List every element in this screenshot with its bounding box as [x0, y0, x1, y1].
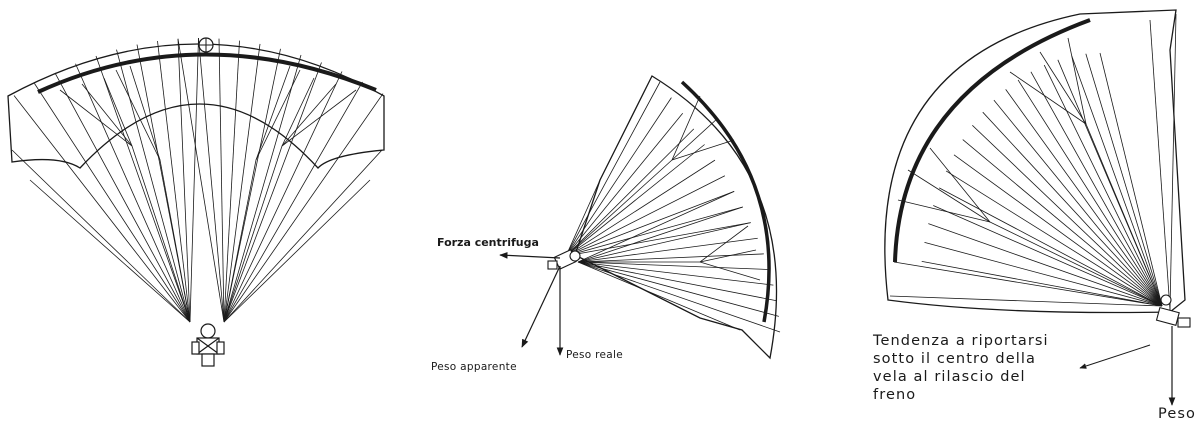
- suspension-line: [566, 82, 660, 256]
- suspension-line: [282, 78, 314, 146]
- label-weight: Peso: [1158, 406, 1196, 422]
- suspension-line: [578, 207, 743, 262]
- pilot-figure: [548, 250, 580, 269]
- label-real-weight: Peso reale: [566, 349, 623, 361]
- suspension-line: [566, 191, 734, 256]
- suspension-line: [566, 176, 725, 256]
- suspension-line: [578, 262, 777, 301]
- suspension-lines: [566, 82, 780, 332]
- suspension-line: [190, 38, 199, 322]
- centrifugal-force-arrow: [500, 255, 560, 258]
- caption-brake-release: Tendenza a riportarsi sotto il centro de…: [872, 333, 1054, 403]
- suspension-line: [76, 64, 191, 322]
- suspension-line: [104, 78, 132, 146]
- label-centrifugal-force: Forza centrifuga: [437, 236, 539, 249]
- suspension-line: [60, 90, 132, 146]
- suspension-line: [117, 50, 191, 322]
- suspension-line: [672, 96, 700, 160]
- suspension-line: [566, 160, 715, 256]
- suspension-line: [96, 56, 190, 322]
- suspension-line: [256, 70, 300, 160]
- suspension-line: [178, 39, 190, 322]
- suspension-line: [224, 41, 240, 322]
- suspension-line: [1150, 20, 1170, 310]
- suspension-line: [1010, 72, 1086, 124]
- suspension-line: [1086, 54, 1162, 306]
- suspension-line: [224, 82, 363, 322]
- figure-in-turn: Forza centrifuga Peso apparente Peso rea…: [431, 76, 780, 373]
- suspension-line: [30, 180, 190, 322]
- suspension-line: [282, 90, 356, 146]
- suspension-line: [578, 262, 740, 330]
- suspension-line: [672, 140, 734, 160]
- suspension-line: [578, 262, 779, 316]
- suspension-lines: [890, 14, 1176, 310]
- suspension-line: [224, 146, 282, 322]
- return-tendency-arrow: [1080, 345, 1150, 368]
- suspension-line: [224, 150, 382, 322]
- suspension-line: [566, 145, 705, 257]
- wing-leading-edge: [895, 20, 1090, 262]
- suspension-line: [132, 146, 190, 322]
- apparent-weight-arrow: [522, 266, 560, 347]
- suspension-line: [898, 200, 990, 222]
- suspension-line: [908, 170, 990, 222]
- figure-after-brake-release: Tendenza a riportarsi sotto il centro de…: [872, 10, 1196, 422]
- suspension-line: [924, 242, 1162, 306]
- suspension-line: [1018, 80, 1162, 306]
- suspension-line: [1044, 65, 1162, 306]
- suspension-line: [672, 118, 718, 160]
- suspension-line: [933, 205, 1162, 306]
- suspension-line: [199, 38, 225, 322]
- suspension-line: [1040, 52, 1086, 124]
- suspension-line: [256, 66, 290, 160]
- suspension-line: [224, 55, 301, 322]
- figure-straight-flight: [8, 38, 384, 366]
- suspension-line: [1068, 38, 1086, 124]
- suspension-line: [116, 70, 160, 160]
- suspension-line: [566, 113, 683, 256]
- suspension-line: [894, 262, 1162, 306]
- suspension-line: [55, 73, 190, 322]
- wing-leading-edge: [682, 82, 769, 322]
- suspension-line: [224, 44, 260, 322]
- pilot-figure: [192, 324, 224, 366]
- suspension-line: [983, 112, 1162, 306]
- label-apparent-weight: Peso apparente: [431, 361, 517, 373]
- suspension-line: [14, 96, 190, 322]
- suspension-line: [928, 224, 1162, 306]
- wing-leading-edge: [38, 54, 376, 92]
- suspension-line: [224, 180, 370, 322]
- suspension-line: [972, 125, 1162, 306]
- suspension-line: [224, 63, 322, 322]
- suspension-line: [566, 98, 671, 256]
- suspension-line: [224, 72, 342, 322]
- suspension-line: [219, 39, 224, 322]
- suspension-line: [578, 262, 780, 332]
- suspension-line: [566, 129, 694, 256]
